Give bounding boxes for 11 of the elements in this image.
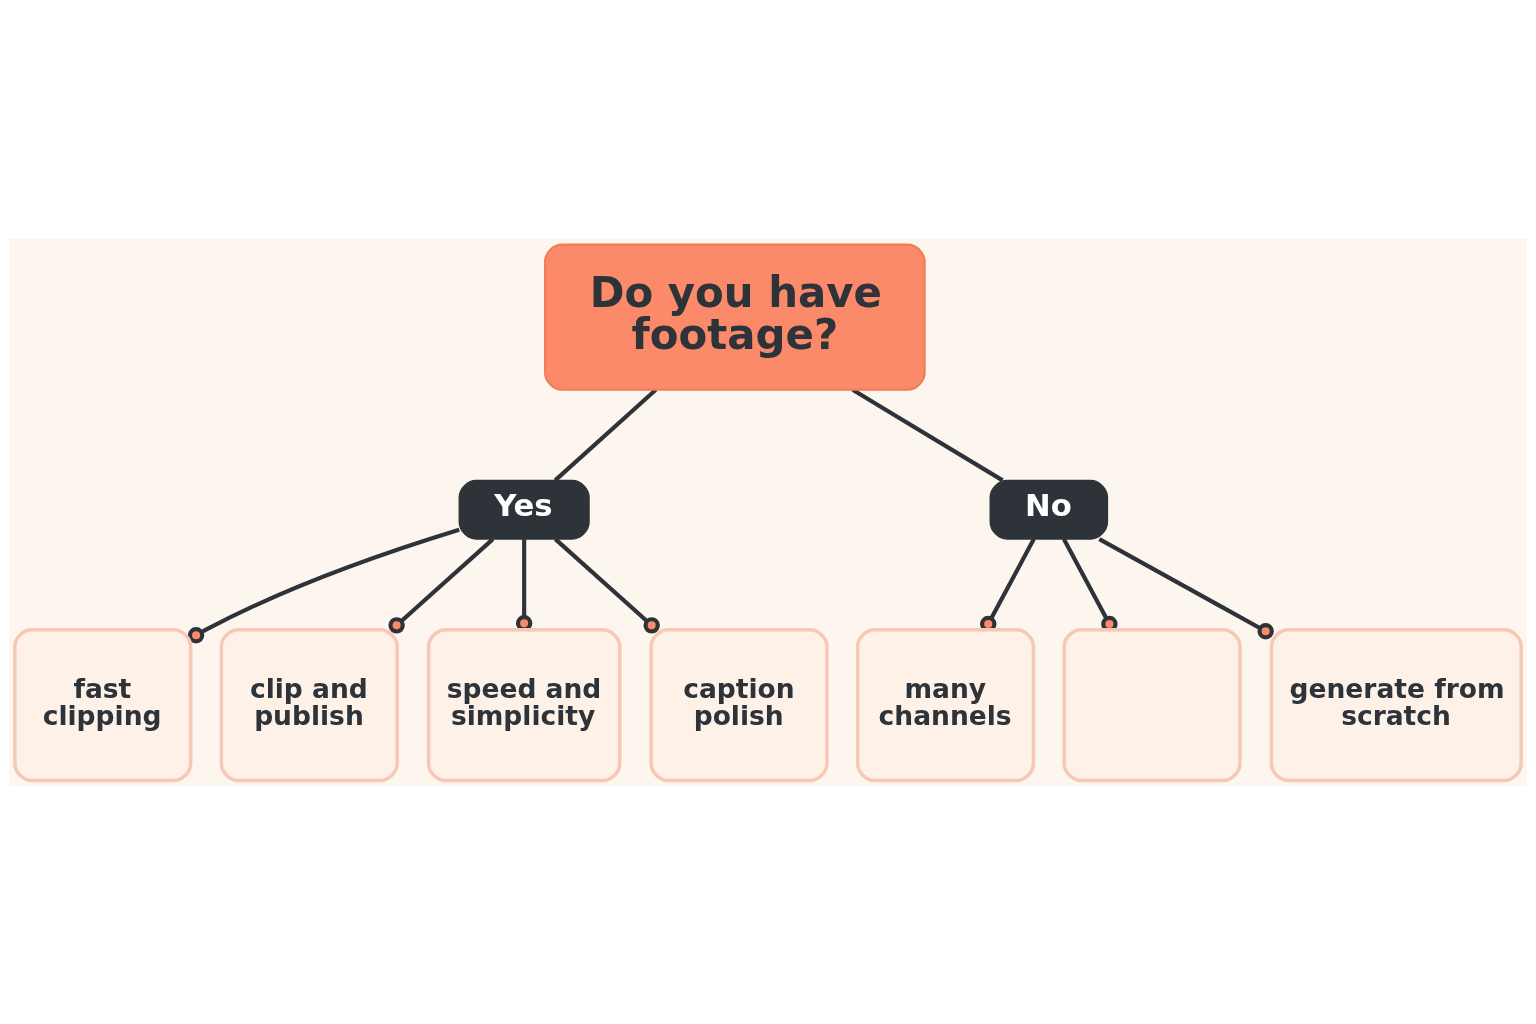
node-box: caption polish [649,627,829,782]
node-box: clip and publish [219,627,399,782]
node-box: generate from scratch [1269,627,1523,782]
node-box: Yes [458,479,590,540]
node-box: fast clipping [13,627,193,782]
node-box: No [989,479,1109,540]
connector [187,527,460,644]
node-box: Do you have footage? [544,243,926,391]
node-box: speed and simplicity [426,627,622,782]
node-box [1062,627,1242,782]
node-box: many channels [855,627,1036,782]
